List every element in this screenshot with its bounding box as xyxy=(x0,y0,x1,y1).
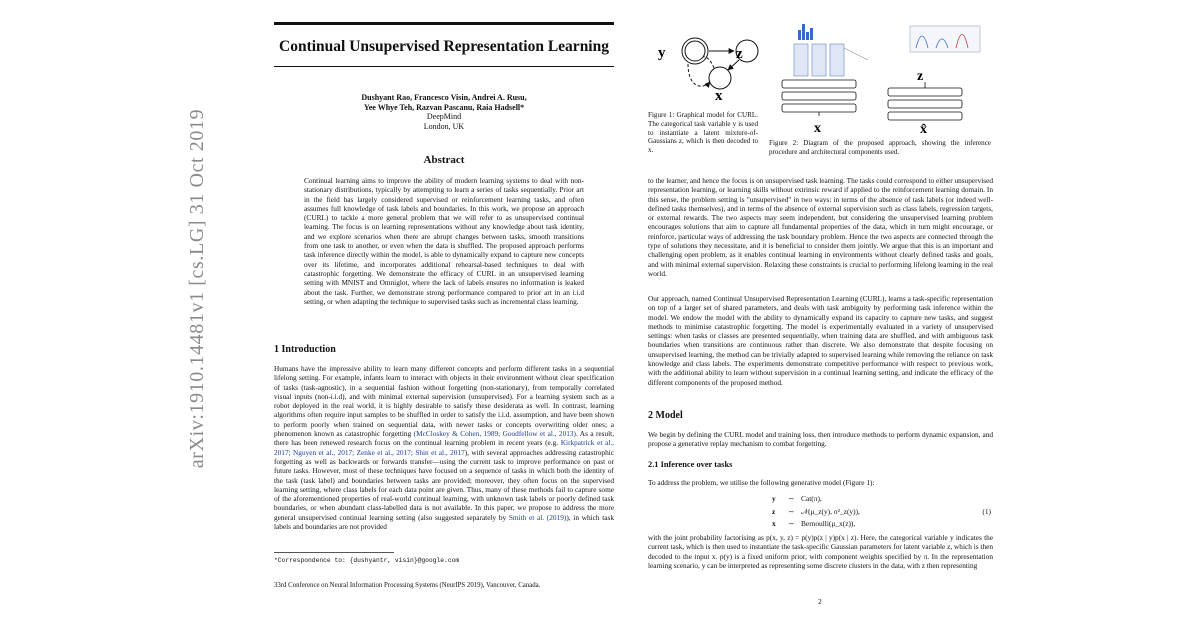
node-z-circle xyxy=(735,39,759,63)
equation-number: (1) xyxy=(982,506,991,516)
latent-z-label: z xyxy=(917,69,923,84)
paragraph-task-learning: to the learner, and hence the focus is o… xyxy=(648,176,993,278)
figure-2-caption: Figure 2: Diagram of the proposed approa… xyxy=(769,139,991,156)
authors-line-1: Dushyant Rao, Francesco Visin, Andrei A.… xyxy=(361,93,527,102)
equation-rhs: Cat(π), xyxy=(801,494,822,503)
arxiv-stamp: arXiv:1910.14481v1 [cs.LG] 31 Oct 2019 xyxy=(178,108,218,467)
node-y-label: y xyxy=(658,45,666,61)
node-z-label: z xyxy=(736,46,743,62)
conference-note: 33rd Conference on Neural Information Pr… xyxy=(274,582,541,589)
node-x-label: x xyxy=(715,88,723,104)
encoder-layer xyxy=(781,103,857,113)
prior-curve xyxy=(935,38,949,49)
output-xhat-label: x̂ xyxy=(920,122,927,136)
encoder-layer xyxy=(781,79,857,89)
input-x-label: x xyxy=(814,121,821,136)
intro-text-4: ), in which task labels and boundaries a… xyxy=(274,512,615,532)
task-posterior-bar xyxy=(793,43,809,77)
prior-curve xyxy=(915,35,929,49)
authors-line-2: Yee Whye Teh, Razvan Pascanu, Raia Hadse… xyxy=(363,102,525,112)
intro-text-1: Humans have the impressive ability to le… xyxy=(274,364,614,439)
author-block: Dushyant Rao, Francesco Visin, Andrei A.… xyxy=(274,93,614,131)
intro-text-2: . As a result, there has been renewed re… xyxy=(274,429,615,448)
equation-lhs: y xyxy=(772,494,776,503)
prior-panel xyxy=(909,25,981,53)
edge-z-to-x xyxy=(727,59,740,71)
figure-1-caption: Figure 1: Graphical model for CURL. The … xyxy=(648,111,758,155)
equation-row: z ∼ 𝒩(μ_z(y), σ²_z(y)), (1) xyxy=(648,506,993,519)
inference-intro-text: To address the problem, we utilise the f… xyxy=(648,478,875,487)
model-intro-text: We begin by defining the CURL model and … xyxy=(648,430,993,449)
equation-row: y ∼ Cat(π), xyxy=(648,493,993,506)
paper-title: Continual Unsupervised Representation Le… xyxy=(279,38,609,55)
title-rule-bottom xyxy=(274,66,614,67)
abstract-text: Continual learning aims to improve the a… xyxy=(304,176,584,306)
equation-sim: ∼ xyxy=(788,519,795,528)
equation-row: x ∼ Bernoulli(μ_x(z)), xyxy=(648,518,993,531)
edge-x-to-y-inference xyxy=(687,63,711,89)
arxiv-identifier: arXiv:1910.14481v1 [cs.LG] 31 Oct 2019 xyxy=(186,108,209,468)
histogram-icon xyxy=(798,24,813,40)
equation-rhs: Bernoulli(μ_x(z)), xyxy=(801,519,856,528)
affiliation: DeepMind xyxy=(426,112,462,122)
decoder-layer xyxy=(887,111,963,121)
figure-1-graphical-model: y z x xyxy=(658,37,759,104)
figure-2-architecture-diagram: x z x̂ xyxy=(781,24,981,136)
equation-rhs: 𝒩(μ_z(y), σ²_z(y)), xyxy=(801,506,860,516)
footnote: *Correspondence to: {dushyantr, visin}@g… xyxy=(274,557,459,564)
edge-x-to-z-inference xyxy=(702,56,715,69)
subsection-2-1-heading: 2.1 Inference over tasks xyxy=(648,460,733,469)
page-2: y z x Figure 1: Graphical model for CURL… xyxy=(648,18,993,618)
node-y-circle xyxy=(681,37,709,65)
footnote-text: *Correspondence to: {dushyantr, visin}@g… xyxy=(274,557,460,564)
equation-lhs: z xyxy=(772,506,776,516)
encoder-layer xyxy=(781,91,857,101)
mu-bar xyxy=(811,43,827,77)
connector-line xyxy=(843,47,869,61)
decoder-layer xyxy=(887,87,963,97)
abstract-heading: Abstract xyxy=(423,154,465,166)
sigma-bar xyxy=(829,43,845,77)
title-rule-top xyxy=(274,22,614,25)
citation-link[interactable]: Kirkpatrick et al., 2017; Nguyen et al.,… xyxy=(274,438,614,457)
post-equation-text: with the joint probability factorising a… xyxy=(648,533,993,570)
prior-curve xyxy=(955,34,969,49)
citation-link[interactable]: (McCloskey & Cohen, 1989; Goodfellow et … xyxy=(413,429,576,439)
equation-lhs: x xyxy=(772,519,776,528)
citation-link[interactable]: Smith et al. (2019) xyxy=(508,512,567,522)
paragraph-curl-approach: Our approach, named Continual Unsupervis… xyxy=(648,294,993,387)
section-2-heading: 2 Model xyxy=(648,410,683,421)
equation-block: y ∼ Cat(π), z ∼ 𝒩(μ_z(y), σ²_z(y)), (1) … xyxy=(648,493,993,531)
node-x-circle xyxy=(708,66,732,90)
intro-paragraph: Humans have the impressive ability to le… xyxy=(274,364,614,531)
intro-text-3: ), with several approaches addressing ca… xyxy=(274,447,614,522)
section-1-heading: 1 Introduction xyxy=(274,344,336,355)
footnote-rule xyxy=(274,552,394,553)
page-1: Continual Unsupervised Representation Le… xyxy=(274,22,614,622)
equation-sim: ∼ xyxy=(788,506,795,516)
equation-sim: ∼ xyxy=(788,494,795,503)
decoder-layer xyxy=(887,99,963,109)
node-y-inner xyxy=(684,40,706,62)
location: London, UK xyxy=(423,121,465,131)
page-number: 2 xyxy=(818,597,822,606)
